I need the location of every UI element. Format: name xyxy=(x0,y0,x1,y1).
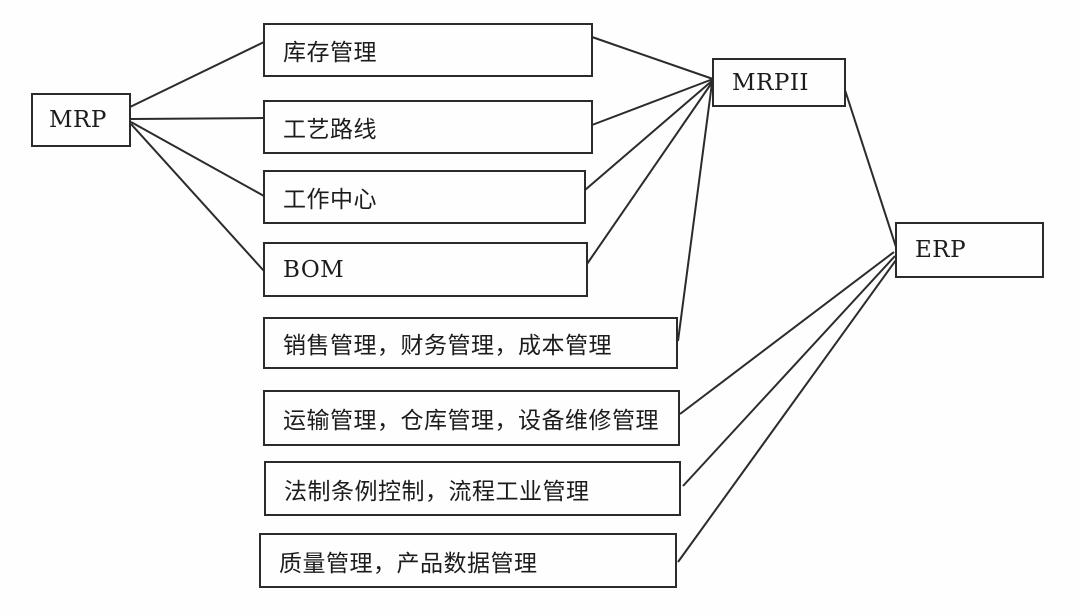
edge-mrp-to-bom xyxy=(130,123,265,272)
edge-mrp-to-workcenter xyxy=(130,121,265,197)
node-bom: BOM xyxy=(263,242,588,297)
node-bom-label: BOM xyxy=(283,256,345,283)
edge-bom-to-mrpii xyxy=(586,80,714,265)
node-work-center-label: 工作中心 xyxy=(283,187,377,213)
node-erp-label: ERP xyxy=(915,237,967,263)
node-mrpii-label: MRPII xyxy=(732,69,810,96)
node-quality-product-data-management: 质量管理，产品数据管理 xyxy=(259,533,677,588)
edge-mrpii-to-erp xyxy=(844,89,897,248)
node-legal-regulation-process-industry-management: 法制条例控制，流程工业管理 xyxy=(264,461,681,516)
node-transport-warehouse-maintenance-management: 运输管理，仓库管理，设备维修管理 xyxy=(263,390,680,446)
edge-workcenter-to-mrpii xyxy=(584,79,714,191)
edge-sales-to-mrpii xyxy=(677,82,713,342)
node-sales-finance-cost-management: 销售管理，财务管理，成本管理 xyxy=(263,317,678,369)
node-inventory-management: 库存管理 xyxy=(263,23,593,77)
edge-transport-to-erp xyxy=(679,251,895,415)
node-process-routing: 工艺路线 xyxy=(263,100,593,154)
node-mrp-label: MRP xyxy=(49,107,107,133)
node-sales-finance-cost-management-label: 销售管理，财务管理，成本管理 xyxy=(283,333,612,359)
edge-quality-to-erp xyxy=(677,259,897,563)
node-process-routing-label: 工艺路线 xyxy=(283,117,377,143)
node-mrpii: MRPII xyxy=(712,58,846,107)
edge-routing-to-mrpii xyxy=(591,78,714,126)
edge-mrp-to-routing xyxy=(130,117,265,120)
node-mrp: MRP xyxy=(31,93,131,147)
node-work-center: 工作中心 xyxy=(263,170,586,224)
node-inventory-management-label: 库存管理 xyxy=(283,40,377,66)
edge-mrp-to-inventory xyxy=(129,41,265,108)
edge-inventory-to-mrpii xyxy=(591,36,714,80)
node-erp: ERP xyxy=(895,222,1044,278)
node-transport-warehouse-maintenance-management-label: 运输管理，仓库管理，设备维修管理 xyxy=(283,408,659,434)
node-quality-product-data-management-label: 质量管理，产品数据管理 xyxy=(279,550,538,577)
node-legal-regulation-process-industry-management-label: 法制条例控制，流程工业管理 xyxy=(284,478,590,505)
edge-legal-to-erp xyxy=(682,255,896,487)
